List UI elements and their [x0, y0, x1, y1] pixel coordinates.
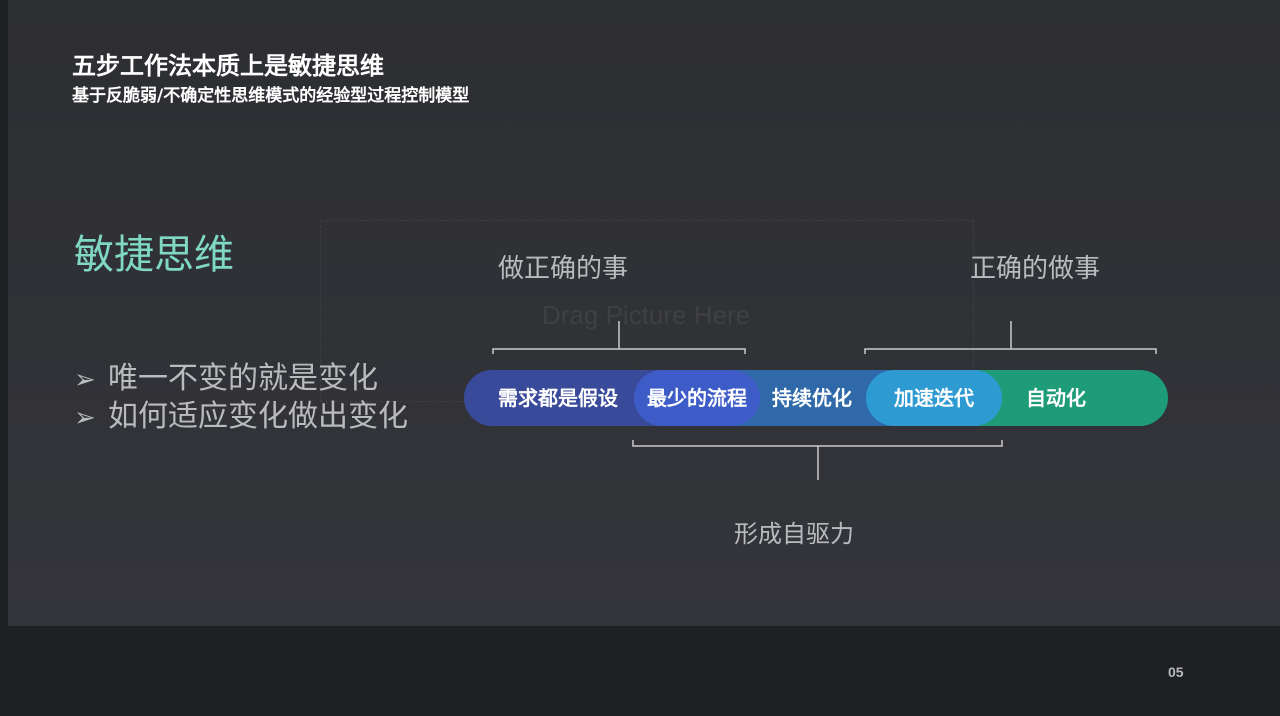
- picture-placeholder-text: Drag Picture Here: [542, 300, 751, 330]
- bullet-list: ➢ 唯一不变的就是变化 ➢ 如何适应变化做出变化: [74, 360, 408, 436]
- bullet-arrow-icon: ➢: [74, 403, 96, 433]
- slide-body: [8, 0, 1280, 626]
- step-minimal-process: 最少的流程: [634, 370, 760, 426]
- bullet-text: 如何适应变化做出变化: [108, 399, 408, 434]
- page-number: 05: [1168, 664, 1184, 680]
- label-do-right-things: 做正确的事: [498, 254, 629, 284]
- label-self-drive: 形成自驱力: [734, 520, 854, 548]
- bullet-item: ➢ 唯一不变的就是变化: [74, 360, 408, 398]
- slide-title: 五步工作法本质上是敏捷思维: [72, 52, 384, 80]
- footer-bar: [0, 626, 1280, 716]
- slide-subtitle: 基于反脆弱/不确定性思维模式的经验型过程控制模型: [72, 86, 470, 106]
- step-accelerate-iteration: 加速迭代: [866, 370, 1002, 426]
- bullet-item: ➢ 如何适应变化做出变化: [74, 398, 408, 436]
- bullet-text: 唯一不变的就是变化: [108, 361, 378, 396]
- label-do-things-right: 正确的做事: [970, 254, 1101, 284]
- section-heading: 敏捷思维: [74, 232, 234, 278]
- bullet-arrow-icon: ➢: [74, 365, 96, 395]
